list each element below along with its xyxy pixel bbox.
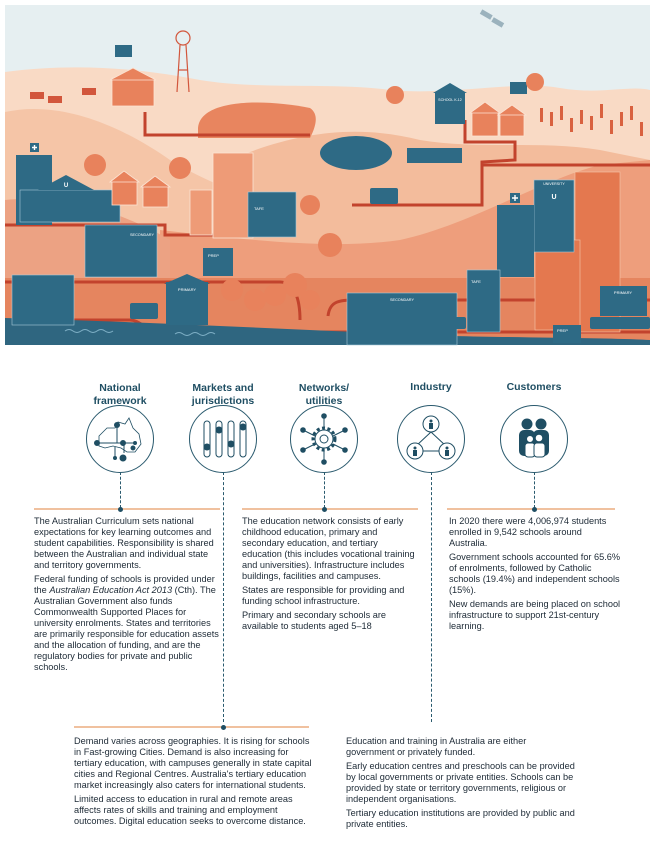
connector-dot-national bbox=[117, 506, 123, 512]
sports-oval bbox=[320, 136, 392, 170]
connector-customers bbox=[534, 472, 535, 508]
hospital-right bbox=[497, 193, 534, 277]
paragraph: Limited access to education in rural and… bbox=[74, 794, 306, 826]
prep-right-label: PREP bbox=[557, 328, 568, 333]
education-landscape-illustration: SCHOOL K-12 U TAFE SECONDARY PREP PRIMAR… bbox=[5, 5, 650, 346]
paragraph: The Australian Curriculum sets national … bbox=[34, 516, 214, 570]
secondary-building-left: SECONDARY bbox=[84, 224, 158, 278]
customers-text: In 2020 there were 4,006,974 students en… bbox=[449, 516, 621, 635]
australia-network-icon bbox=[86, 405, 154, 473]
prep-building-left: PREP bbox=[203, 248, 233, 276]
online-learning-screen-right bbox=[510, 82, 527, 94]
tafe-building-left: TAFE bbox=[247, 191, 297, 238]
cattle bbox=[30, 88, 96, 103]
train bbox=[590, 317, 650, 329]
satellite-icon bbox=[479, 9, 505, 28]
svg-text:U: U bbox=[551, 194, 556, 201]
divider-networks bbox=[242, 508, 418, 510]
connector-networks bbox=[324, 472, 325, 508]
university-left: U bbox=[19, 175, 121, 223]
paragraph: Education and training in Australia are … bbox=[346, 736, 527, 757]
trees bbox=[84, 73, 544, 311]
tafe-right-label: TAFE bbox=[471, 279, 481, 284]
paragraph: Primary and secondary schools are availa… bbox=[242, 610, 387, 631]
family-icon bbox=[500, 405, 568, 473]
mine-mound bbox=[198, 102, 316, 138]
windmill bbox=[175, 30, 191, 93]
svg-text:U: U bbox=[64, 183, 68, 189]
industry-text: Education and training in Australia are … bbox=[346, 736, 576, 833]
primary-left-label: PRIMARY bbox=[178, 287, 196, 292]
bus-middle bbox=[370, 188, 398, 204]
paragraph: Early education centres and preschools c… bbox=[346, 761, 575, 804]
houses-left bbox=[108, 170, 172, 208]
school-k12-label: SCHOOL K-12 bbox=[438, 98, 462, 102]
secondary-mid-label: SECONDARY bbox=[390, 298, 414, 302]
online-learning-screen bbox=[115, 45, 132, 57]
water-ripples bbox=[64, 329, 216, 336]
paragraph: Federal funding of schools is provided u… bbox=[34, 574, 219, 672]
bus-left bbox=[130, 303, 158, 319]
heading-customers: Customers bbox=[506, 381, 562, 393]
sliders-icon bbox=[189, 405, 257, 473]
prep-left-label: PREP bbox=[208, 253, 219, 258]
farmhouse bbox=[109, 67, 157, 107]
primary-building-left: PRIMARY bbox=[164, 274, 210, 325]
paragraph: Tertiary education institutions are prov… bbox=[346, 808, 575, 829]
connector-markets bbox=[223, 472, 224, 722]
divider-national bbox=[34, 508, 220, 510]
connector-industry bbox=[431, 472, 432, 722]
apartments-orange bbox=[189, 152, 254, 239]
paragraph: Demand varies across geographies. It is … bbox=[74, 736, 312, 790]
national-framework-text: The Australian Curriculum sets national … bbox=[34, 516, 220, 676]
paragraph: In 2020 there were 4,006,974 students en… bbox=[449, 516, 607, 548]
crop-field bbox=[540, 104, 643, 136]
university-building-right: UNIVERSITY U bbox=[533, 179, 575, 253]
divider-markets bbox=[74, 726, 309, 728]
tall-office-tower bbox=[534, 171, 621, 333]
gear-network-icon bbox=[290, 405, 358, 473]
prep-building-right: PREP bbox=[553, 325, 581, 343]
networks-text: The education network consists of early … bbox=[242, 516, 420, 635]
school-k12-building: SCHOOL K-12 bbox=[433, 83, 467, 124]
paragraph: States are responsible for providing and… bbox=[242, 585, 405, 606]
primary-building-right: PRIMARY bbox=[600, 286, 647, 316]
paragraph: New demands are being placed on school i… bbox=[449, 599, 621, 631]
buses-row bbox=[407, 317, 650, 329]
markets-text: Demand varies across geographies. It is … bbox=[74, 736, 314, 830]
heading-industry: Industry bbox=[410, 381, 452, 393]
connector-dot-markets bbox=[220, 724, 226, 730]
people-groups-icon bbox=[397, 405, 465, 473]
divider-customers bbox=[447, 508, 615, 510]
heading-networks-utilities: Networks/utilities bbox=[298, 382, 350, 407]
library-building bbox=[11, 274, 75, 326]
houses-right bbox=[468, 101, 528, 137]
tennis-court bbox=[407, 148, 462, 163]
paragraph: The education network consists of early … bbox=[242, 516, 415, 581]
connector-dot-customers bbox=[531, 506, 537, 512]
connector-dot-networks bbox=[321, 506, 327, 512]
paragraph: Government schools accounted for 65.6% o… bbox=[449, 552, 621, 595]
tafe-left-label: TAFE bbox=[254, 206, 264, 211]
secondary-left-label: SECONDARY bbox=[130, 233, 154, 237]
primary-right-label: PRIMARY bbox=[614, 290, 632, 295]
connector-national bbox=[120, 472, 121, 508]
university-label: UNIVERSITY bbox=[543, 182, 565, 186]
